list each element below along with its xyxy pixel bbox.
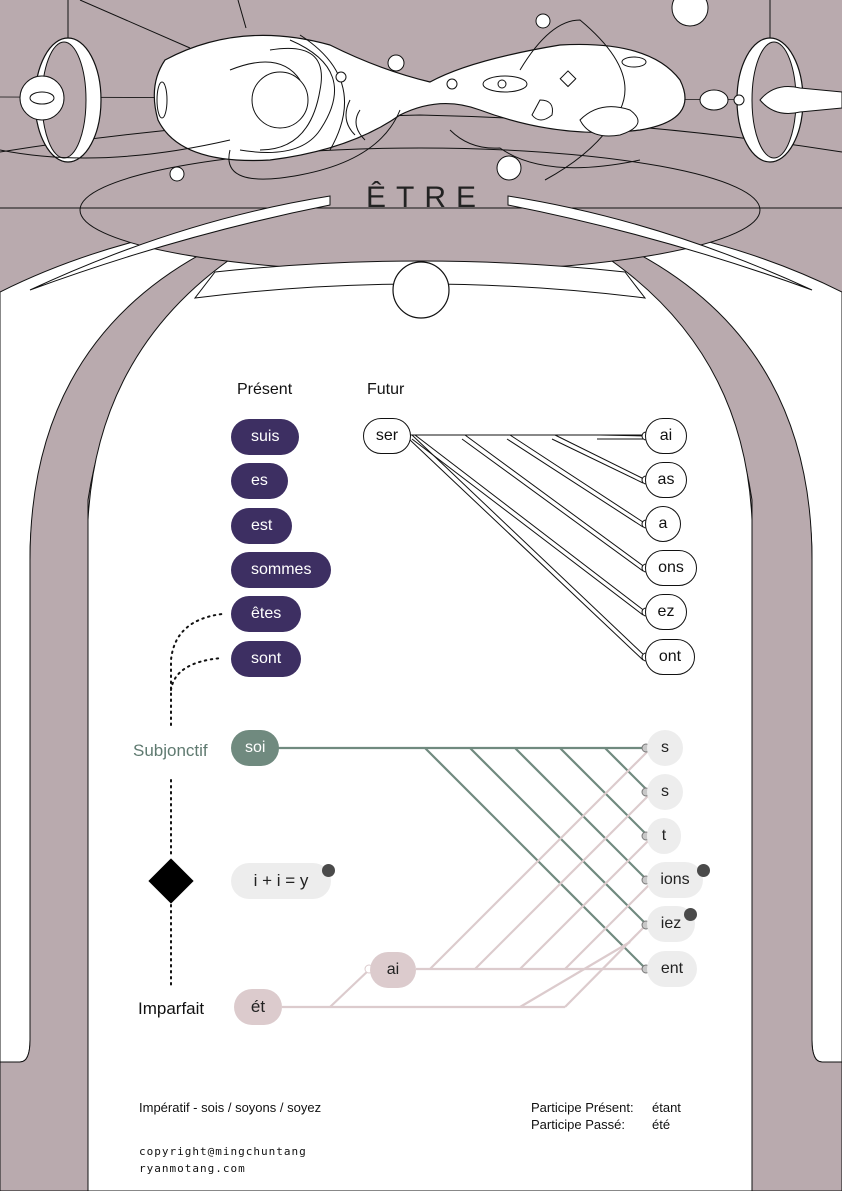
page-area (87, 204, 753, 1191)
subjonctif-ending: s (647, 730, 683, 766)
imperatif-line: Impératif - sois / soyons / soyez (139, 1100, 322, 1115)
futur-ending: a (645, 506, 681, 542)
subjonctif-connector (424, 747, 647, 970)
website: ryanmotang.com (139, 1162, 246, 1175)
present-form: est (231, 508, 293, 544)
imparfait-connector (519, 941, 631, 1008)
subjonctif-ending: t (647, 818, 681, 854)
participe-passe-value: été (652, 1117, 671, 1132)
subjonctif-label: Subjonctif (133, 741, 208, 760)
present-form: sont (231, 641, 302, 677)
moon-circle (392, 261, 450, 319)
futur-connector (551, 438, 644, 484)
marker-dot (684, 908, 697, 921)
subjonctif-ending: ent (647, 951, 697, 987)
subjonctif-connectors (278, 746, 650, 970)
futur-connector (408, 438, 644, 661)
imparfait-infix: ai (370, 952, 416, 988)
futur-ending: ez (645, 594, 687, 630)
futur-connector (411, 434, 647, 658)
futur-ending: as (645, 462, 687, 498)
imparfait-connector (564, 879, 655, 970)
futur-connectors (408, 434, 647, 661)
present-form: sommes (231, 552, 332, 588)
page-title: ÊTRE (366, 181, 487, 214)
futur-ending: ons (645, 550, 697, 586)
futur-ending: ont (645, 639, 695, 675)
present-form: êtes (231, 596, 302, 632)
marker-dot (322, 864, 335, 877)
present-form: es (231, 463, 288, 499)
phonetic-rule: i + i = y (231, 863, 331, 899)
subjonctif-ending: s (647, 774, 683, 810)
futur-ending: ai (645, 418, 687, 454)
imparfait-connector (564, 924, 647, 1008)
futur-connector (461, 438, 644, 572)
futur-stem: ser (363, 418, 411, 454)
imparfait-label: Imparfait (138, 999, 205, 1018)
futur-connector (554, 434, 647, 481)
vessel (153, 34, 686, 162)
futur-connector (506, 438, 644, 528)
copyright: copyright@mingchuntang (139, 1145, 307, 1158)
futur-connector (464, 434, 647, 569)
imparfait-connector (329, 968, 371, 1008)
imparfait-connector (429, 747, 652, 970)
participe-present-value: étant (652, 1100, 681, 1115)
present-form: suis (231, 419, 300, 455)
imparfait-connector (519, 835, 654, 970)
subjonctif-connector (559, 747, 649, 837)
futur-heading: Futur (367, 381, 405, 398)
subjonctif-connector (514, 747, 648, 881)
marker-dot (697, 864, 710, 877)
imparfait-connector (474, 791, 653, 970)
imparfait-stem: ét (234, 989, 282, 1025)
imparfait-connectors (282, 747, 655, 1009)
futur-connector (509, 434, 647, 525)
timeline-diamond (148, 858, 194, 904)
subjonctif-connector (604, 747, 650, 793)
subjonctif-connector (469, 747, 648, 926)
futur-connector (411, 438, 644, 616)
present-heading: Présent (237, 381, 293, 398)
participe-passe-label: Participe Passé: (531, 1117, 625, 1132)
participe-present-label: Participe Présent: (531, 1100, 634, 1115)
subjonctif-stem: soi (231, 730, 280, 766)
subjonctif-ending: ions (647, 862, 703, 898)
timeline-dotted (170, 613, 223, 989)
futur-connector (414, 434, 647, 613)
